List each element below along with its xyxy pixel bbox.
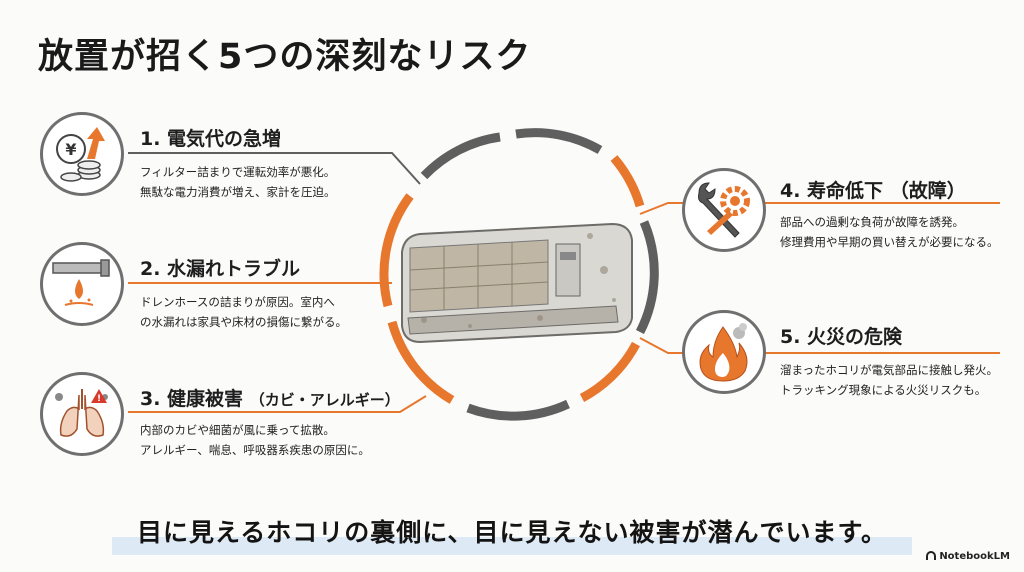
risk-5-icon-circle bbox=[682, 310, 766, 394]
risk-2-title-text: 2. 水漏れトラブル bbox=[140, 258, 301, 280]
yen-coins-up-arrow-icon: ¥ bbox=[56, 127, 105, 182]
ring-segment bbox=[420, 132, 501, 180]
connector-line-1 bbox=[128, 152, 421, 185]
risk-3-line-2: アレルギー、喘息、呼吸器系疾患の原因に。 bbox=[140, 443, 370, 458]
risk-5-description: 溜まったホコリが電気部品に接触し発火。 トラッキング現象による火災リスクも。 bbox=[780, 360, 998, 400]
ring-segment bbox=[379, 193, 414, 308]
air-conditioner-illustration bbox=[401, 222, 633, 344]
risk-3-title: 3. 健康被害 （カビ・アレルギー） bbox=[140, 384, 400, 411]
risk-1-line-2: 無駄な電力消費が増え、家計を圧迫。 bbox=[140, 185, 336, 200]
risk-3-subtitle: （カビ・アレルギー） bbox=[249, 391, 400, 409]
brand-badge: NotebookLM bbox=[926, 551, 1010, 562]
risk-5-line-2: トラッキング現象による火災リスクも。 bbox=[780, 383, 987, 398]
ring-segment bbox=[635, 220, 659, 335]
risk-2-title: 2. 水漏れトラブル bbox=[140, 254, 300, 281]
risk-1-icon-circle: ¥ bbox=[40, 112, 124, 196]
risk-2-line-1: ドレンホースの詰まりが原因。室内へ bbox=[140, 295, 335, 309]
risk-1-description: フィルター詰まりで運転効率が悪化。 無駄な電力消費が増え、家計を圧迫。 bbox=[140, 162, 336, 202]
risk-2-description: ドレンホースの詰まりが原因。室内へ の水漏れは家具や床材の損傷に繋がる。 bbox=[140, 292, 347, 332]
ring-segment bbox=[387, 320, 455, 404]
risk-5-title: 5. 火災の危険 bbox=[780, 322, 902, 349]
svg-text:¥: ¥ bbox=[65, 140, 76, 159]
ring-segment bbox=[579, 341, 640, 402]
risk-4-title: 4. 寿命低下 （故障） bbox=[780, 176, 966, 203]
risk-5-title-text: 5. 火災の危険 bbox=[780, 326, 903, 348]
lungs-mold-icon: ! bbox=[55, 389, 108, 437]
footer-message: 目に見えるホコリの裏側に、目に見えない被害が潜んでいます。 bbox=[136, 518, 887, 547]
pipe-water-drop-icon bbox=[52, 259, 110, 306]
wrench-gear-icon bbox=[698, 182, 750, 238]
risk-4-line-1: 部品への過剰な負荷が故障を誘発。 bbox=[780, 215, 964, 229]
risk-4-title-text: 4. 寿命低下 bbox=[780, 180, 884, 202]
risk-3-title-text: 3. 健康被害 bbox=[140, 388, 244, 410]
risk-4-description: 部品への過剰な負荷が故障を誘発。 修理費用や早期の買い替えが必要になる。 bbox=[780, 212, 999, 252]
risk-2-icon-circle bbox=[40, 242, 124, 326]
fire-icon bbox=[699, 323, 748, 382]
ring-segment bbox=[610, 155, 645, 208]
brand-name: NotebookLM bbox=[939, 551, 1010, 562]
connector-line-5 bbox=[639, 337, 1000, 354]
risk-1-title: 1. 電気代の急増 bbox=[140, 124, 281, 151]
risk-4-subtitle: （故障） bbox=[889, 180, 966, 202]
risk-3-line-1: 内部のカビや細菌が風に乗って拡散。 bbox=[140, 423, 335, 437]
ring-segment bbox=[466, 399, 570, 421]
risk-1-title-text: 1. 電気代の急増 bbox=[140, 128, 282, 150]
risk-1-line-1: フィルター詰まりで運転効率が悪化。 bbox=[140, 165, 336, 179]
connector-line-4 bbox=[639, 202, 1000, 215]
risk-2-line-2: の水漏れは家具や床材の損傷に繋がる。 bbox=[140, 315, 347, 330]
risk-3-icon-circle: ! bbox=[40, 372, 124, 456]
risk-5-line-1: 溜まったホコリが電気部品に接触し発火。 bbox=[780, 363, 999, 377]
footer-highlight-band bbox=[112, 537, 912, 555]
notebooklm-logo-icon bbox=[926, 551, 937, 560]
risk-4-icon-circle bbox=[682, 168, 766, 252]
risk-4-line-2: 修理費用や早期の買い替えが必要になる。 bbox=[780, 235, 999, 250]
ring-segment bbox=[515, 128, 603, 154]
svg-text:!: ! bbox=[97, 394, 101, 404]
connector-line-3 bbox=[128, 395, 427, 413]
page-title: 放置が招く5つの深刻なリスク bbox=[38, 37, 532, 77]
risk-3-description: 内部のカビや細菌が風に乗って拡散。 アレルギー、喘息、呼吸器系疾患の原因に。 bbox=[140, 420, 370, 460]
